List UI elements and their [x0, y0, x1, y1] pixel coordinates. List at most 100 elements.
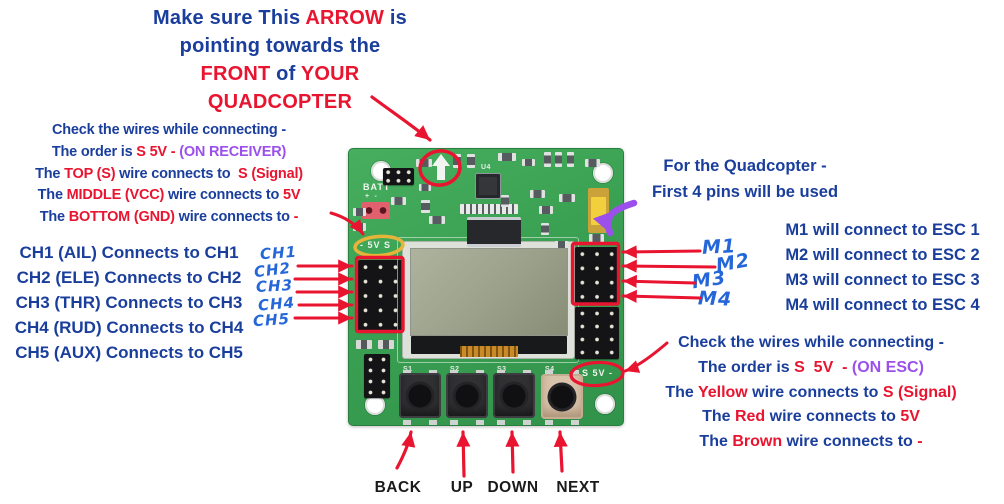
capacitor-row — [460, 204, 518, 214]
button-pins — [450, 420, 484, 425]
smd-component — [539, 206, 553, 214]
lcd-module — [402, 241, 575, 359]
up-button-label: UP — [450, 479, 474, 496]
smd-component — [421, 200, 430, 213]
smd-component — [559, 194, 575, 202]
title-line: QUADCOPTER — [207, 91, 353, 113]
switch3-label: S3 — [497, 366, 507, 373]
handwritten-ch5-label: CH5 — [252, 309, 291, 331]
smd-component — [498, 153, 516, 161]
smd-component — [530, 190, 545, 198]
m3-arrow — [621, 274, 697, 288]
smd-component — [353, 223, 366, 231]
esc-note-line: The Brown wire connects to - — [699, 433, 923, 451]
lcd-flex-cable — [460, 346, 518, 357]
receiver-note-line: Check the wires while connecting - — [51, 122, 287, 138]
up-button-arrow — [456, 430, 471, 478]
smd-component — [567, 152, 574, 167]
motor-esc-list: M1 will connect to ESC 1 M2 will connect… — [760, 218, 1004, 318]
resistor — [356, 340, 372, 349]
smd-component — [555, 152, 562, 167]
receiver-note-line: The MIDDLE (VCC) wire connects to 5V — [37, 187, 301, 204]
smd-component — [391, 197, 406, 205]
smd-component — [555, 241, 568, 248]
channel-list-item: CH5 (AUX) Connects to CH5 — [15, 343, 243, 362]
receiver-note-line: The BOTTOM (GND) wire connects to - — [39, 209, 299, 226]
channel-list-item: CH1 (AIL) Connects to CH1 — [19, 243, 239, 262]
smd-component — [585, 159, 600, 167]
smd-component — [501, 195, 509, 207]
esc-note-line: The Yellow wire connects to S (Signal) — [665, 383, 957, 401]
next-button-label: NEXT — [556, 479, 600, 496]
batt-polarity-label: + - — [365, 193, 378, 200]
esc-note-line: Check the wires while connecting - — [678, 334, 944, 351]
smd-component — [467, 154, 475, 168]
esc-list-item: M4 will connect to ESC 4 — [785, 296, 980, 314]
button-pins — [403, 420, 437, 425]
down-tactile-button — [493, 373, 535, 418]
piezo-buzzer-core — [591, 197, 606, 225]
next-button-arrow — [553, 430, 568, 473]
smd-component — [419, 184, 431, 191]
esc-pin-header-m1-m4 — [575, 247, 619, 304]
title-line: Make sure This ARROW is — [153, 7, 407, 29]
mounting-hole — [365, 395, 385, 415]
handwritten-m4-label: M4 — [697, 287, 733, 311]
smd-component — [429, 216, 445, 224]
receiver-note-line: The order is S 5V - (ON RECEIVER) — [51, 143, 287, 160]
battery-connector — [362, 202, 390, 219]
mcu-chip — [475, 173, 501, 199]
receiver-note-line: The TOP (S) wire connects to S (Signal) — [35, 165, 303, 182]
jumper-pin-header — [383, 168, 414, 185]
aux-pin-header — [364, 354, 390, 398]
soic-chip — [467, 217, 521, 247]
title-note: Make sure This ARROW is pointing towards… — [60, 4, 500, 116]
smd-component — [453, 154, 461, 168]
m4-arrow — [621, 289, 702, 303]
resistor — [378, 340, 394, 349]
esc-note-line: The order is S 5V - (ON ESC) — [698, 358, 924, 376]
channel-list-item: CH4 (RUD) Connects to CH4 — [14, 318, 244, 337]
m2-arrow — [621, 259, 717, 273]
mounting-hole — [595, 394, 615, 414]
back-button-label: BACK — [374, 479, 422, 496]
quad-note-line: First 4 pins will be used — [651, 183, 839, 201]
next-tactile-button — [541, 374, 583, 419]
title-line: FRONT of YOUR — [200, 63, 360, 85]
switch1-label: S1 — [403, 366, 413, 373]
lcd-screen — [410, 248, 568, 336]
smd-component — [544, 152, 551, 167]
m1-arrow — [621, 245, 702, 259]
esc-pins-silkscreen: S 5V - — [582, 368, 614, 378]
lcd-driver-band — [411, 336, 567, 354]
esc-note-line: The Red wire connects to 5V — [702, 408, 920, 426]
title-line: pointing towards the — [179, 35, 381, 57]
chip-u4-label: U4 — [481, 164, 491, 171]
smd-component — [589, 234, 604, 243]
batt-silkscreen-label: BATT — [363, 182, 391, 192]
smd-component — [522, 159, 535, 166]
channel-connection-list: CH1 (AIL) Connects to CH1 CH2 (ELE) Conn… — [0, 240, 258, 365]
back-tactile-button — [399, 373, 441, 418]
receiver-pins-silkscreen: - 5V S — [360, 240, 392, 250]
flight-controller-board: BATT + - - 5V S S1 S2 S3 S4 — [348, 148, 624, 426]
switch4-label: S4 — [545, 366, 555, 373]
receiver-wiring-note: Check the wires while connecting - The o… — [8, 120, 330, 229]
esc-list-item: M2 will connect to ESC 2 — [785, 246, 980, 264]
smd-component — [541, 223, 549, 235]
channel-list-item: CH3 (THR) Connects to CH3 — [15, 293, 243, 312]
up-tactile-button — [446, 373, 488, 418]
smd-component — [353, 208, 366, 216]
button-pins — [545, 420, 579, 425]
switch2-label: S2 — [450, 366, 460, 373]
back-button-arrow — [395, 430, 416, 470]
quad-note-line: For the Quadcopter - — [663, 157, 827, 175]
button-pins — [497, 420, 531, 425]
esc-pin-header-lower — [575, 307, 619, 359]
esc-list-item: M3 will connect to ESC 3 — [785, 271, 980, 289]
channel-list-item: CH2 (ELE) Connects to CH2 — [16, 268, 242, 287]
down-button-label: DOWN — [487, 479, 539, 496]
esc-wiring-note: Check the wires while connecting - The o… — [630, 331, 992, 455]
button-pins — [545, 370, 579, 375]
